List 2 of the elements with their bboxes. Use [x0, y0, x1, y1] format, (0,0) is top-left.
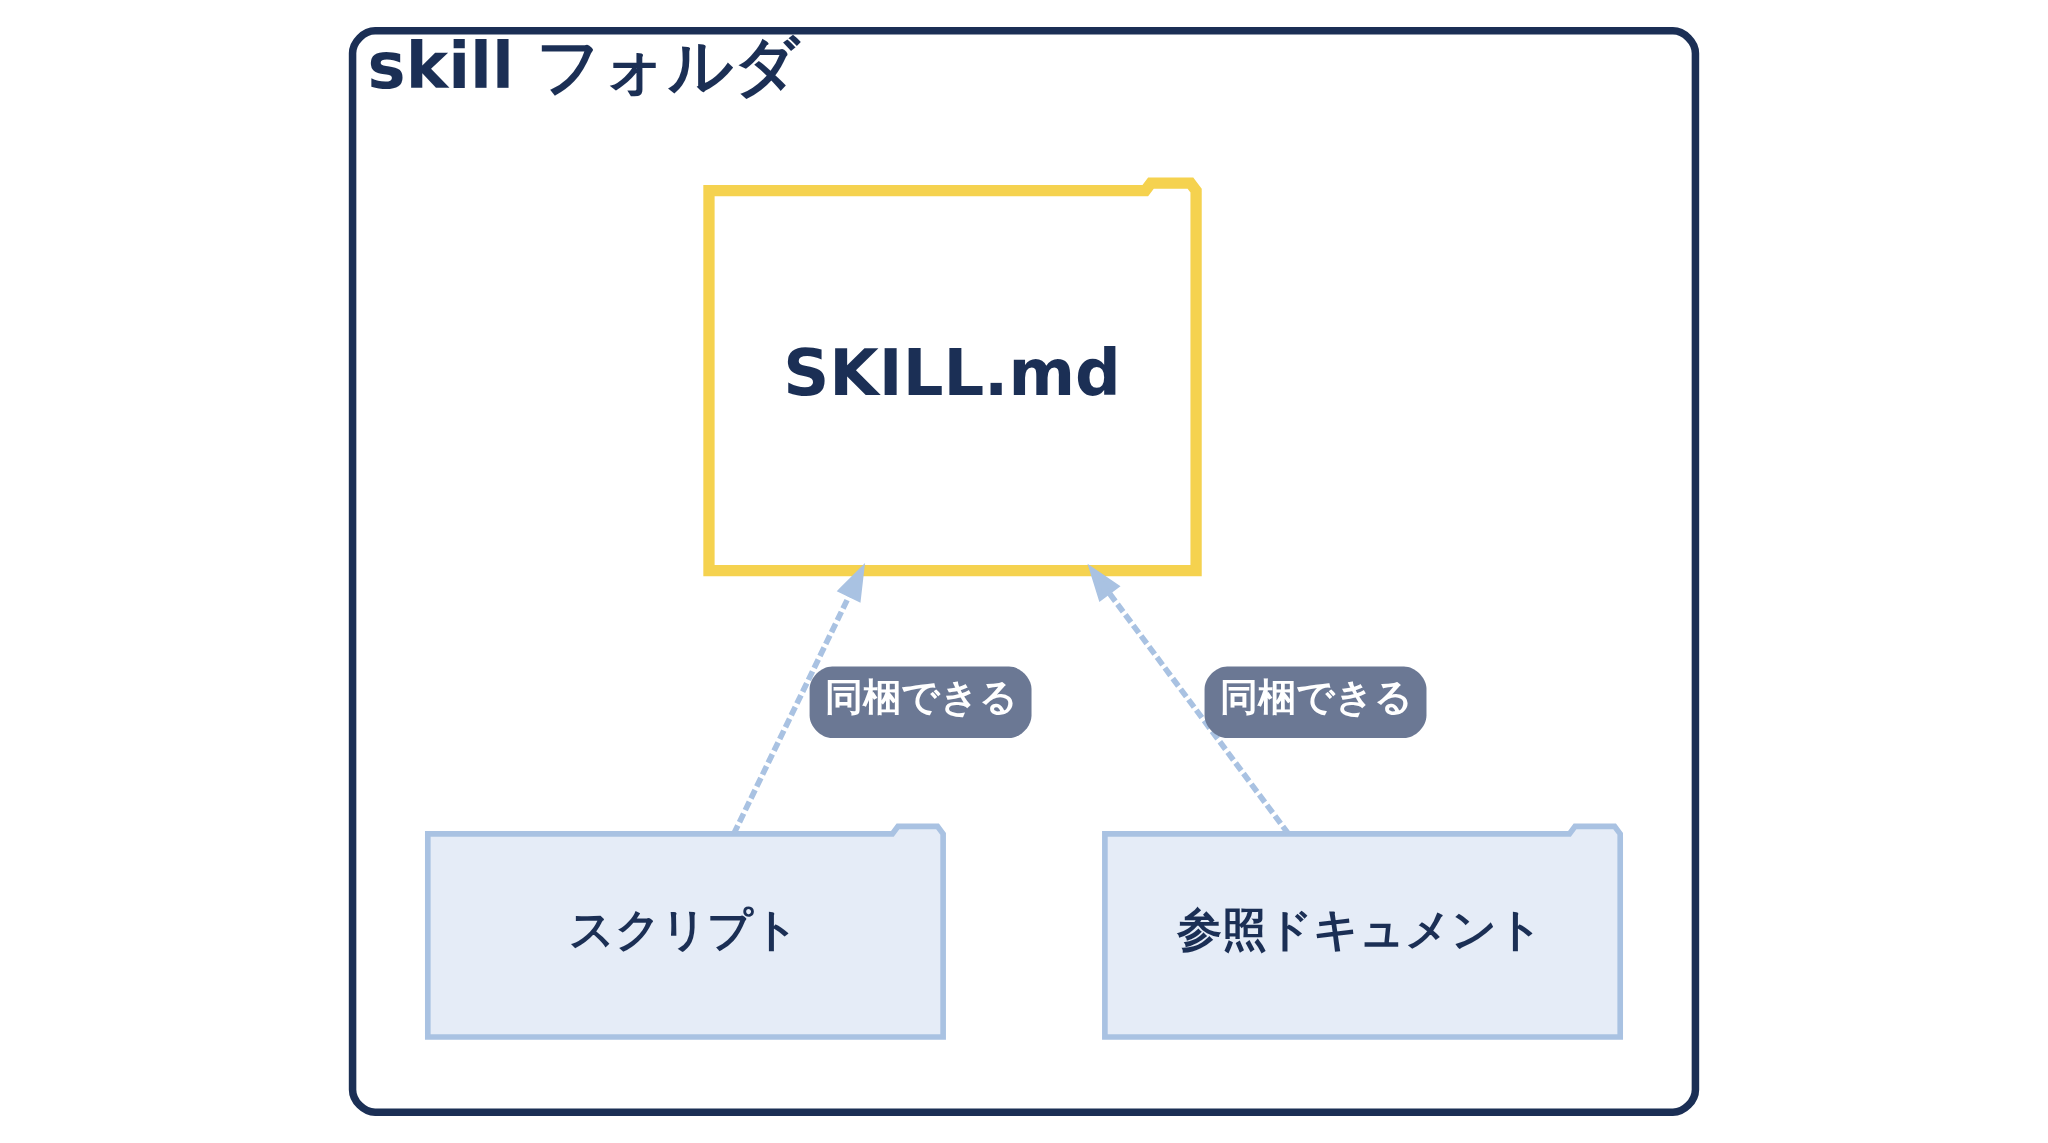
edge-label: 同梱できる: [1219, 674, 1413, 719]
edge-label: 同梱できる: [824, 674, 1018, 719]
